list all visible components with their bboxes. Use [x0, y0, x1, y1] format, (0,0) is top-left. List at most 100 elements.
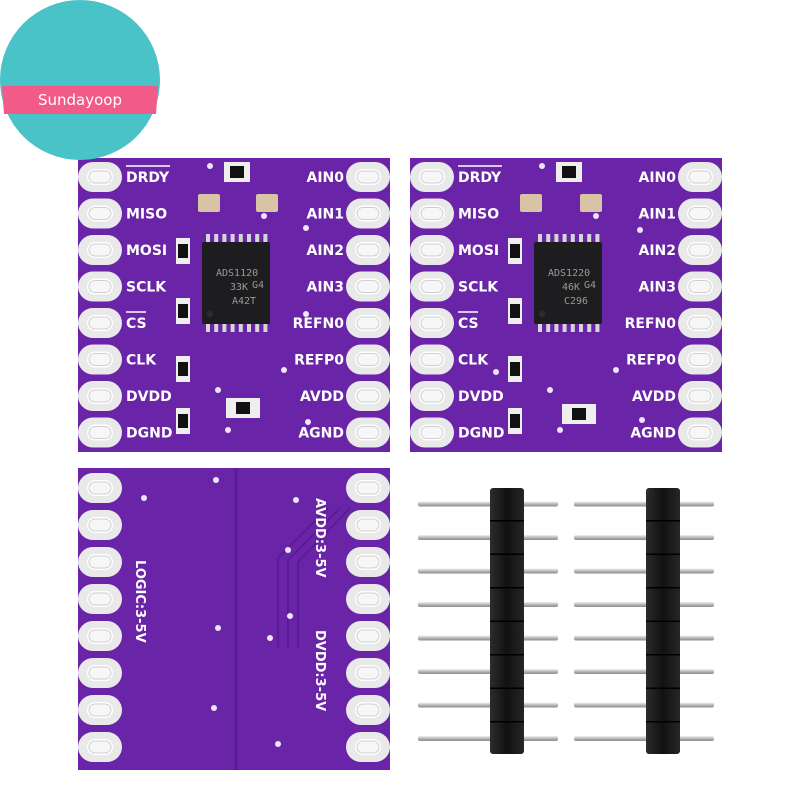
chip-pin	[587, 323, 592, 332]
pin-pad	[678, 308, 722, 338]
chip-pin	[554, 323, 559, 332]
right-pin-pads	[346, 162, 390, 448]
right-pin-pads	[346, 473, 390, 762]
watermark-text: Sundayoop	[38, 91, 122, 109]
pin-label-left: DGND	[458, 426, 504, 442]
pin-label-left: CLK	[126, 353, 157, 369]
dvdd-voltage-label: DVDD:3-5V	[312, 630, 327, 711]
pin-label-left: MISO	[126, 207, 167, 223]
pin-pad	[678, 271, 722, 302]
smd-capacitor	[198, 194, 220, 212]
header-pin	[574, 736, 714, 741]
pin-label-left: SCLK	[126, 280, 167, 296]
chip-pin	[538, 323, 542, 332]
header-pin	[418, 535, 558, 540]
pin-pad	[410, 162, 454, 192]
pin-label-left: MOSI	[458, 243, 499, 259]
pin-pad	[678, 381, 722, 411]
header-pin	[574, 702, 714, 708]
chip-pin	[562, 323, 567, 332]
chip-pin	[255, 323, 260, 332]
ads1120-board-front: ADS1120 33K G4 A42T DRDYMISOMOSISCLKCSCL…	[78, 158, 390, 452]
pin-label-left: DVDD	[126, 389, 172, 405]
male-pin-header	[574, 488, 714, 754]
pin-pad	[346, 417, 390, 448]
pin-pad	[346, 547, 390, 577]
pin-pad	[346, 235, 390, 265]
ads1220-board-front: ADS1220 46K G4 C296 DRDYMISOMOSISCLKCSCL…	[410, 158, 722, 452]
pin-label-left: DRDY	[126, 170, 170, 186]
right-pin-pads	[678, 162, 722, 448]
pin-pad	[678, 417, 722, 448]
pin-pad	[346, 198, 390, 229]
chip-marking-line1: ADS1220	[548, 268, 590, 279]
pin-label-right: AIN2	[638, 243, 676, 259]
pin-pad	[410, 417, 454, 448]
left-pin-pads	[78, 162, 122, 448]
chip-pin	[238, 234, 243, 243]
pin-label-left: DVDD	[458, 389, 504, 405]
pin-pad	[78, 658, 122, 688]
chip-pin	[206, 323, 210, 332]
pin-pad	[346, 510, 390, 540]
pin-label-right: AIN3	[638, 280, 676, 296]
pin-pad	[78, 198, 122, 229]
chip-pin	[579, 234, 583, 243]
pin-pad	[78, 732, 122, 762]
pin-headers	[418, 488, 714, 754]
header-pin	[418, 602, 558, 607]
watermark-band	[2, 86, 158, 114]
pin-label-right: AVDD	[632, 389, 676, 405]
watermark-circle	[0, 0, 160, 160]
pin-pad	[78, 308, 122, 338]
header-pin	[574, 669, 714, 674]
chip-pin	[230, 323, 235, 332]
chip-pin	[247, 323, 251, 332]
header-pin	[574, 535, 714, 540]
pin-pad	[346, 308, 390, 338]
chip-marking-line1: ADS1120	[216, 268, 258, 279]
sundayoop-watermark: Sundayoop	[0, 0, 160, 160]
pin-label-left: DGND	[126, 426, 172, 442]
vias	[493, 163, 645, 433]
smd-capacitor	[520, 194, 542, 212]
chip-pin	[214, 323, 219, 332]
header-pin	[418, 669, 558, 674]
chip-pin	[570, 323, 575, 332]
chip-pin	[214, 234, 219, 243]
pin-label-left: SCLK	[458, 280, 499, 296]
pin-pad	[78, 584, 122, 614]
vias	[207, 163, 311, 433]
pin-label-left: CS	[458, 316, 479, 332]
chip-marking-line2: 33K	[230, 282, 248, 293]
pin-pad	[78, 344, 122, 375]
pin-label-left: DRDY	[458, 170, 502, 186]
chip-pin	[562, 234, 567, 243]
adc-chip: ADS1120 33K G4 A42T	[202, 234, 270, 332]
avdd-voltage-label: AVDD:3-5V	[312, 498, 327, 578]
pin-pad	[678, 198, 722, 229]
pin-label-right: AIN0	[638, 170, 676, 186]
pin-pad	[410, 235, 454, 265]
pin-pad	[78, 271, 122, 302]
chip-marking-line2b: G4	[584, 280, 596, 291]
pin-pad	[78, 621, 122, 651]
pin-label-right: REFN0	[625, 316, 677, 332]
pin-pad	[78, 381, 122, 411]
chip-pin	[222, 323, 227, 332]
pin-label-right: AIN1	[306, 207, 344, 223]
chip-marking-line2b: G4	[252, 280, 264, 291]
pin-pad	[346, 271, 390, 302]
pin-pad	[346, 344, 390, 375]
chip-pin	[570, 234, 575, 243]
pin-label-right: REFP0	[626, 353, 676, 369]
pin-pad	[78, 510, 122, 540]
pin-label-right: REFN0	[293, 316, 345, 332]
vias	[141, 477, 299, 747]
chip-marking-line3: C296	[564, 296, 588, 307]
pin-pad	[346, 732, 390, 762]
smd-capacitor	[580, 194, 602, 212]
chip-pin	[222, 234, 227, 243]
